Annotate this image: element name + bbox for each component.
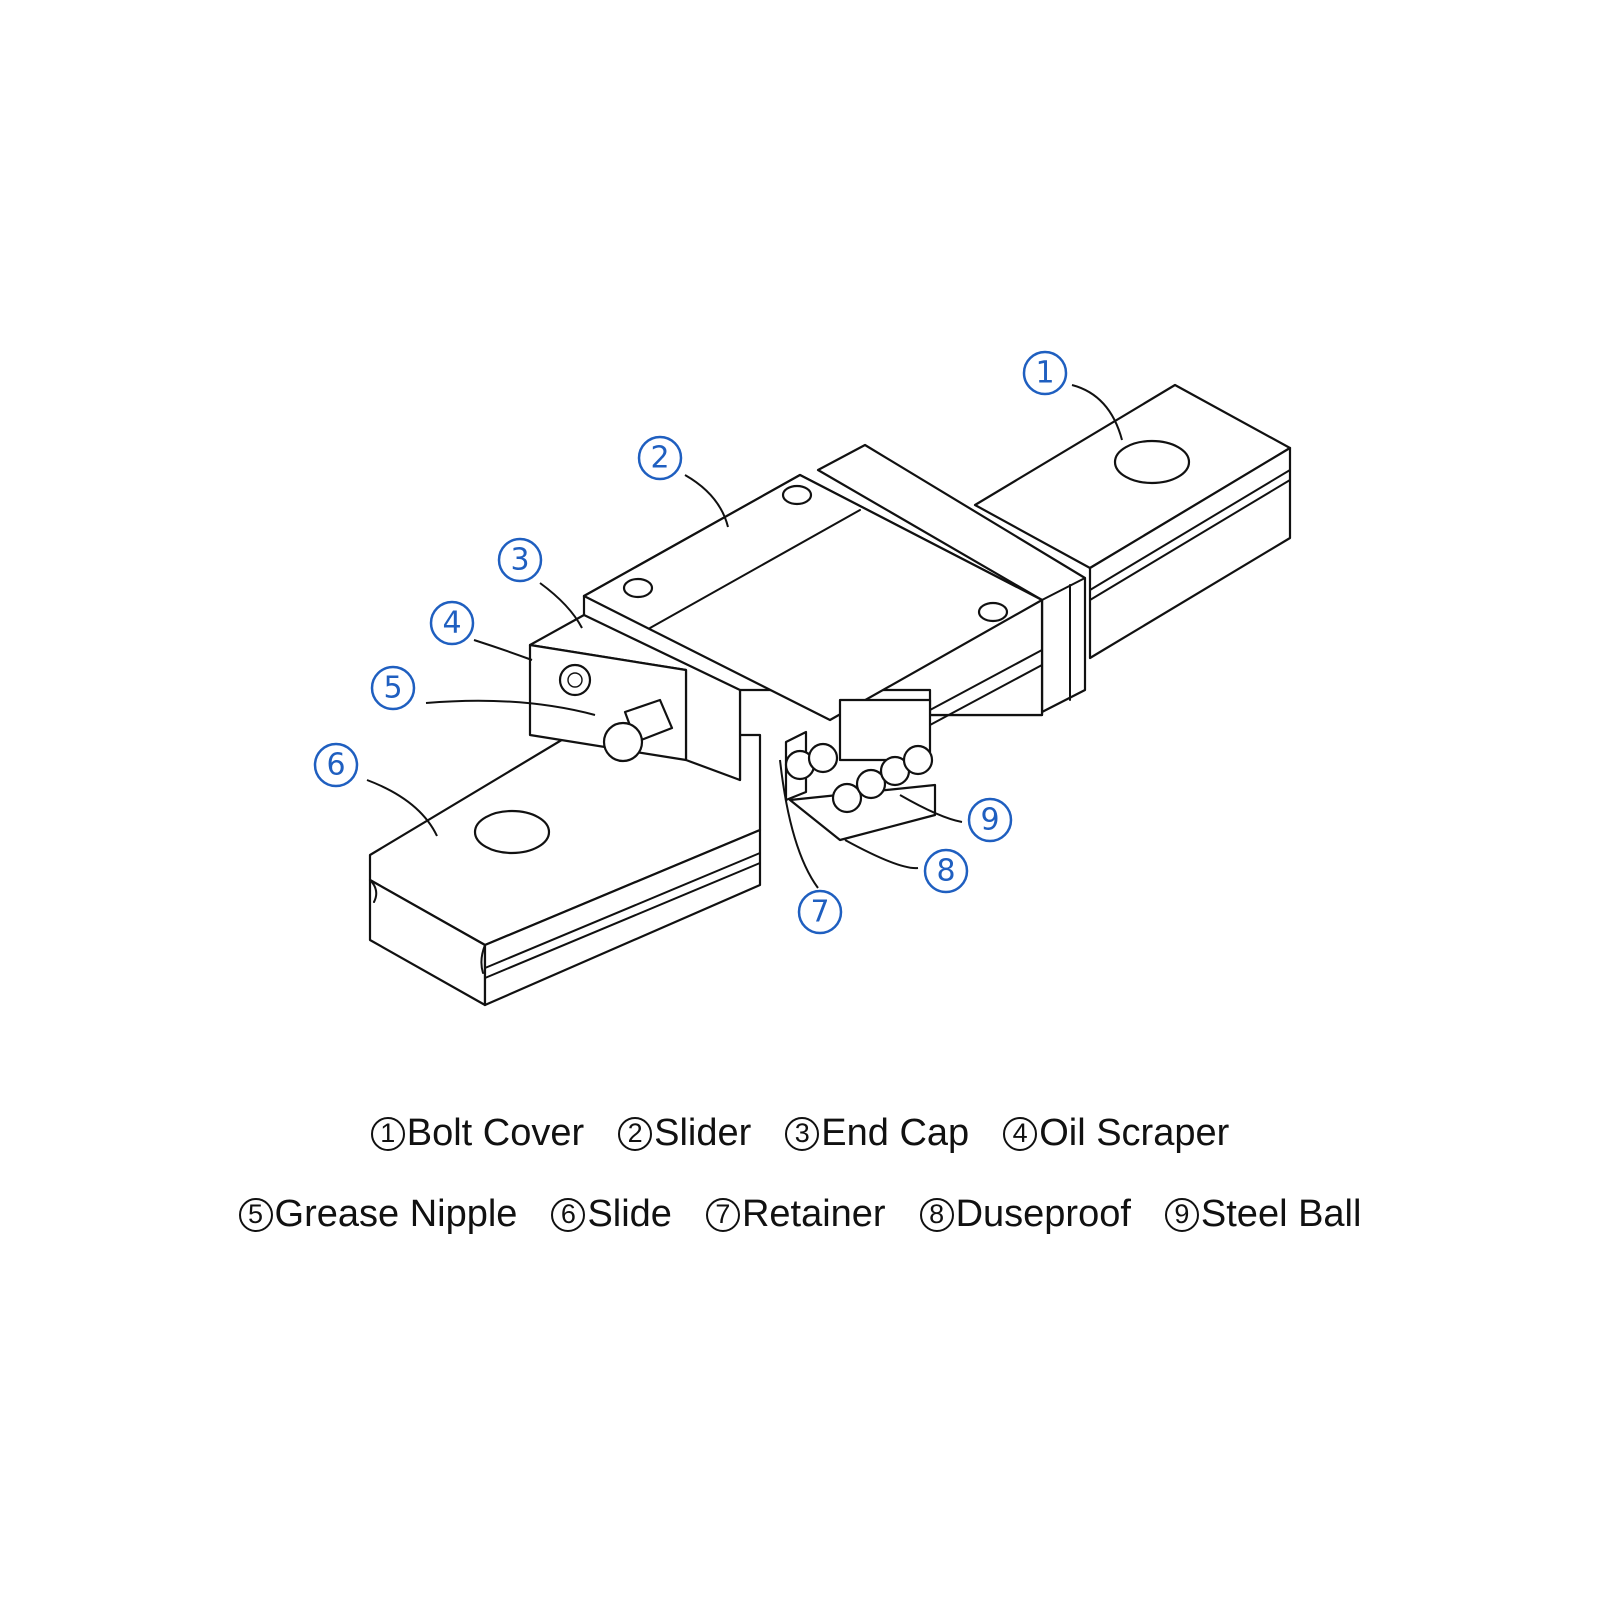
legend-item-duseproof: 8 Duseproof [919,1193,1131,1236]
callout-8: 8 [923,848,969,894]
callout-4: 4 [429,600,475,646]
legend-item-end-cap: 3 End Cap [785,1112,969,1155]
callout-5: 5 [370,665,416,711]
callout-4-number: 4 [442,606,461,641]
steel-ball [855,768,887,800]
callout-3-number: 3 [510,543,529,578]
legend-number: 3 [785,1116,820,1151]
steel-ball [902,744,934,776]
near-mounting-hole [473,809,551,855]
callout-1-number: 1 [1035,356,1054,391]
slider-block [582,443,1087,782]
slider-bolt-hole-1 [781,484,813,506]
steel-ball [807,742,839,774]
rail-far [973,383,1292,660]
legend-label: Retainer [741,1193,886,1235]
legend-item-slide: 6 Slide [551,1193,672,1236]
steel-ball [831,782,863,814]
legend-item-oil-scraper: 4 Oil Scraper [1003,1112,1229,1155]
callout-6: 6 [313,742,359,788]
legend-number: 4 [1003,1116,1038,1151]
legend-row-1: 1 Bolt Cover 2 Slider 3 End Cap 4 Oil Sc… [0,1112,1600,1155]
legend-number: 1 [370,1116,405,1151]
callout-8-number: 8 [936,854,955,889]
legend-label: End Cap [821,1112,970,1154]
callout-1: 1 [1022,350,1068,396]
callout-9: 9 [967,797,1013,843]
callout-6-number: 6 [326,748,345,783]
callout-7: 7 [797,889,843,935]
legend-label: Bolt Cover [406,1112,585,1154]
legend-item-steel-ball: 9 Steel Ball [1164,1193,1362,1236]
legend-number: 7 [705,1197,740,1232]
legend-number: 2 [618,1116,653,1151]
legend-label: Oil Scraper [1039,1112,1230,1154]
slider-bolt-hole-2 [622,577,654,599]
legend-label: Steel Ball [1200,1193,1362,1235]
grease-nipple [602,698,674,763]
legend-label: Slider [654,1112,752,1154]
callout-5-number: 5 [383,671,402,706]
legend-item-grease-nipple: 5 Grease Nipple [238,1193,518,1236]
far-mounting-hole [1113,439,1191,485]
legend-label: Duseproof [955,1193,1131,1235]
legend-label: Grease Nipple [274,1193,518,1235]
leader-lines [366,384,1123,889]
callout-9-number: 9 [980,803,999,838]
legend-number: 9 [1164,1197,1199,1232]
callout-2: 2 [637,435,683,481]
legend-item-bolt-cover: 1 Bolt Cover [370,1112,585,1155]
retainer-and-balls [784,730,937,842]
slider-bolt-hole-3 [977,601,1009,623]
legend-number: 6 [551,1197,586,1232]
legend-number: 8 [919,1197,954,1232]
legend-item-slider: 2 Slider [618,1112,751,1155]
legend-number: 5 [238,1197,273,1232]
legend-item-retainer: 7 Retainer [705,1193,886,1236]
callout-3: 3 [497,537,543,583]
callout-2-number: 2 [650,441,669,476]
callout-7-number: 7 [810,895,829,930]
end-cap-port [558,663,592,697]
legend-row-2: 5 Grease Nipple 6 Slide 7 Retainer 8 Dus… [0,1193,1600,1236]
legend-label: Slide [587,1193,672,1235]
rail-near [368,733,762,1007]
